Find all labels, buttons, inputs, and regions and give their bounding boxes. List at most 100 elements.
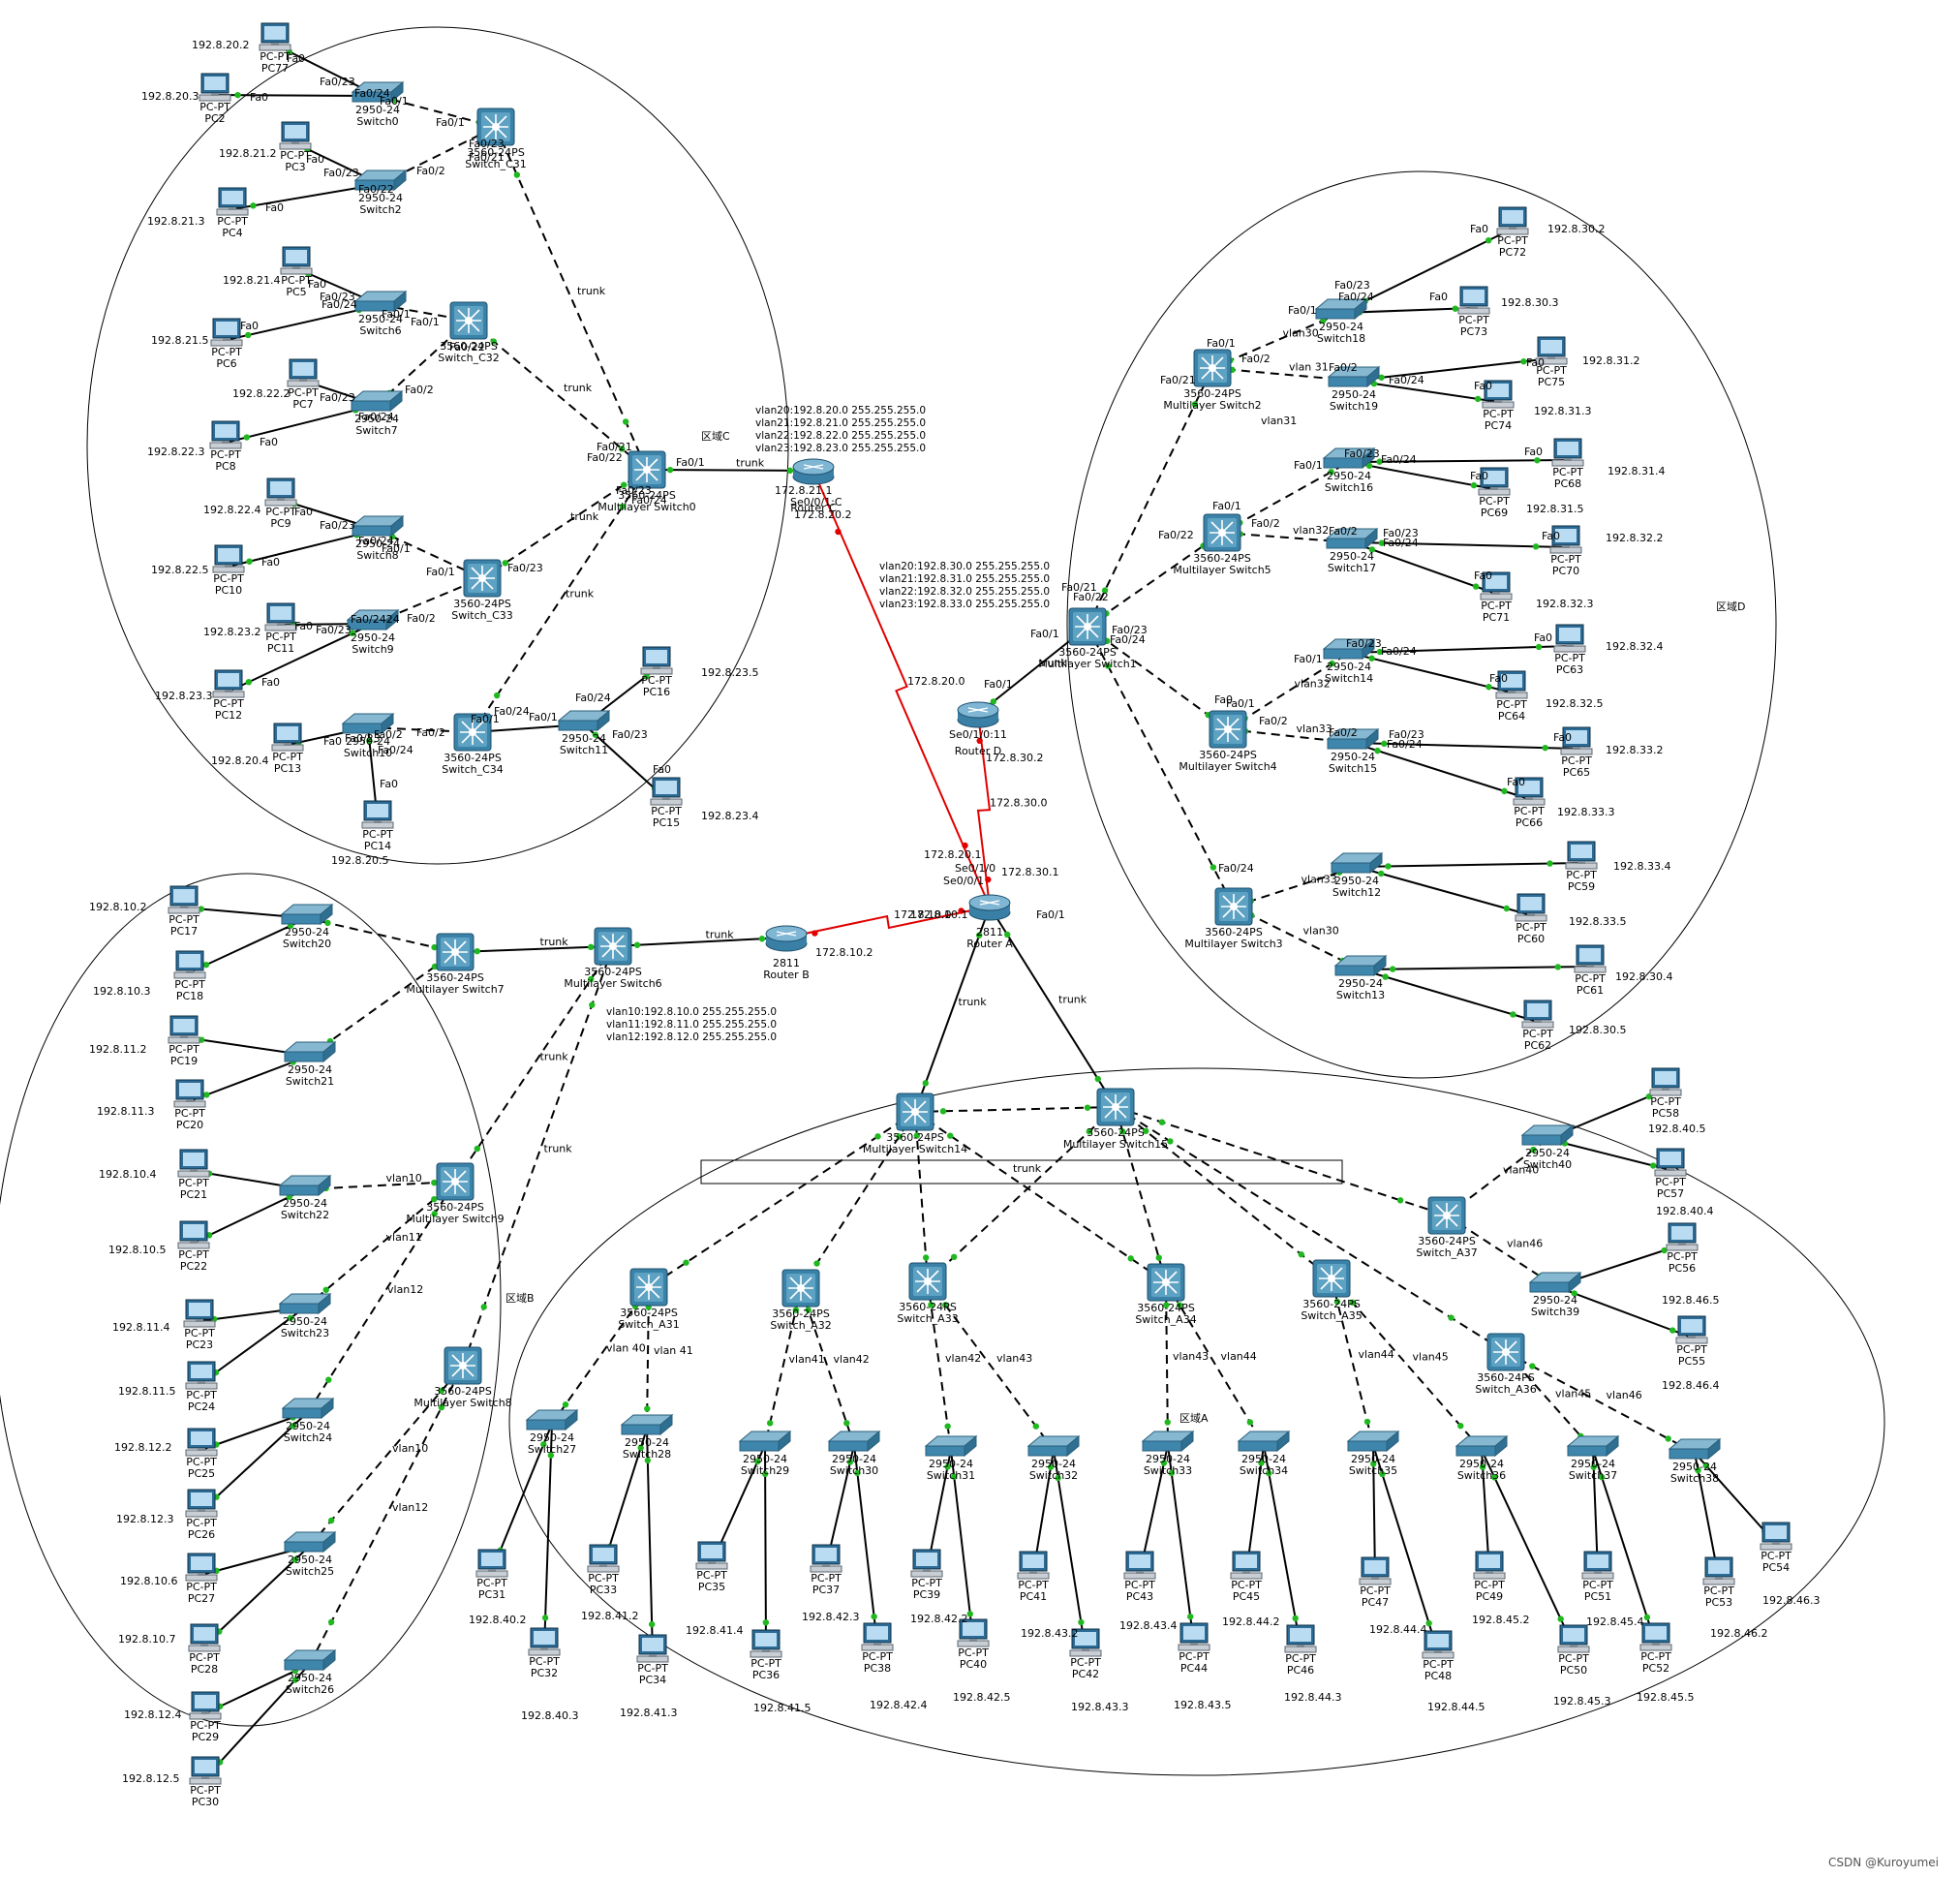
router-rC[interactable]: Router C	[790, 458, 837, 514]
router-rD[interactable]: Router D	[955, 701, 1001, 757]
